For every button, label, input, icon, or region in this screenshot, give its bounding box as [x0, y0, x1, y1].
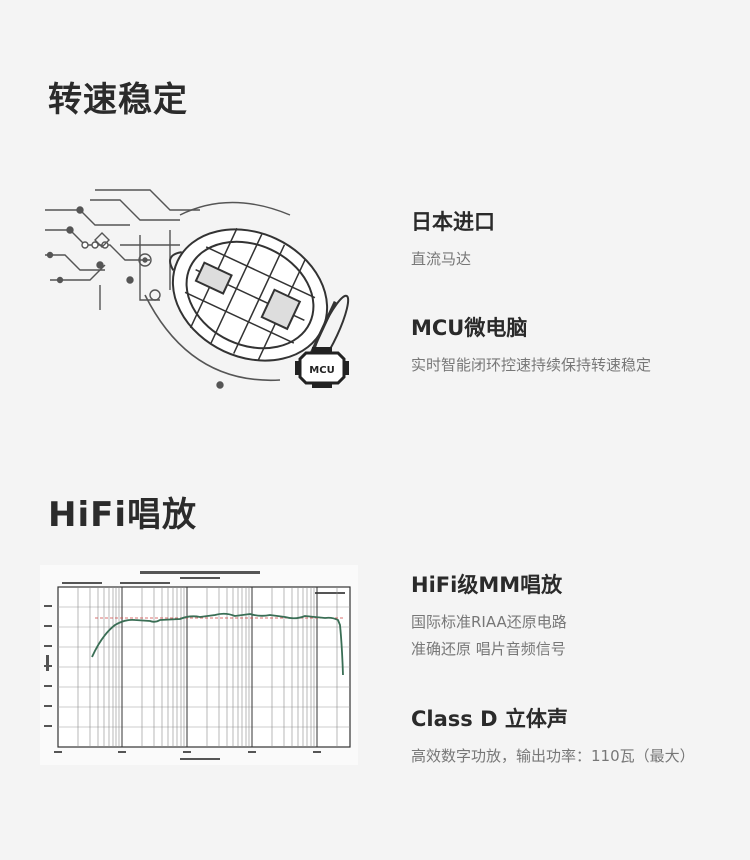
feature-desc: 国际标准RIAA还原电路: [411, 613, 567, 631]
feature-title: MCU微电脑: [411, 316, 528, 340]
feature-mcu: MCU微电脑 实时智能闭环控速持续保持转速稳定: [411, 314, 731, 379]
feature-desc: 准确还原 唱片音频信号: [411, 640, 566, 658]
frequency-response-svg: [40, 565, 358, 765]
svg-text:MCU: MCU: [309, 365, 334, 376]
frequency-response-graph-illustration: [40, 565, 358, 765]
feature-desc: 直流马达: [411, 250, 472, 268]
mcu-chip-icon: MCU: [295, 347, 349, 388]
feature-title: 日本进口: [411, 210, 495, 234]
feature-desc: 高效数字功放，输出功率：110瓦（最大）: [411, 747, 695, 765]
feature-title: HiFi级MM唱放: [411, 573, 563, 597]
feature-class-d: Class D 立体声 高效数字功放，输出功率：110瓦（最大）: [411, 705, 731, 770]
feature-desc: 实时智能闭环控速持续保持转速稳定: [411, 356, 652, 374]
feature-japan-motor: 日本进口 直流马达: [411, 208, 731, 273]
motor-schematic-svg: MCU: [45, 189, 350, 389]
feature-title: Class D 立体声: [411, 707, 568, 731]
motor-schematic-illustration: MCU: [40, 185, 360, 410]
section-title-speed: 转速稳定: [48, 80, 188, 120]
section-title-hifi: HiFi唱放: [48, 495, 197, 535]
feature-hifi-mm: HiFi级MM唱放 国际标准RIAA还原电路 准确还原 唱片音频信号: [411, 571, 731, 663]
